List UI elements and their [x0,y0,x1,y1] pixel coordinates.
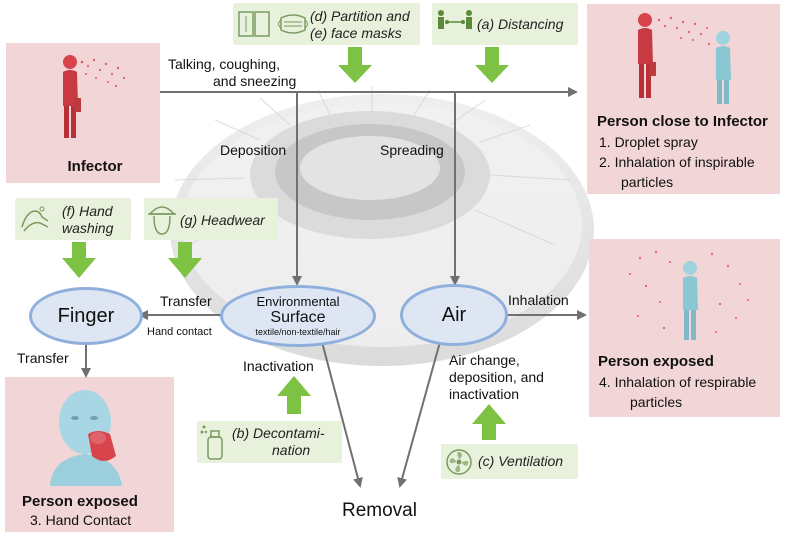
air-node-label: Air [441,303,467,326]
hand-washing-line-1: (f) Hand [62,203,113,219]
person-close-item-2: 2. Inhalation of inspirable [599,154,755,170]
infector-panel [6,43,160,183]
partition-label: (d) Partition and (e) face masks [310,8,410,42]
inhalation-label: Inhalation [508,292,569,308]
air-change-line-1: Air change, [449,352,520,368]
decontamination-line-2: nation [272,442,311,458]
partition-mask-panel [233,3,420,45]
headwear-label: (g) Headwear [180,212,265,228]
air-node: Air [400,284,508,346]
finger-transfer-label: Transfer [17,350,69,366]
face-touching-icon [50,390,122,486]
distancing-label: (a) Distancing [477,16,564,32]
face-mask-icon [278,14,308,34]
hand-washing-panel [15,198,131,240]
hand-contact-label: Hand contact [147,326,212,338]
decontamination-label: (b) Decontami- nation [232,425,325,459]
person-exposed-air-item-2: particles [630,394,683,410]
hand-washing-line-2: washing [62,220,114,236]
green-arrow-distancing [475,47,509,83]
person-exposed-hand-item: 3. Hand Contact [30,512,132,528]
person-close-panel [587,4,780,194]
talking-line-1: Talking, coughing, [168,56,281,72]
air-change-label: Air change, deposition, and inactivation [449,352,544,403]
person-close-title: Person close to Infector [597,113,768,130]
deposition-label: Deposition [220,142,287,158]
partition-label-line-1: (d) Partition and [310,8,410,24]
person-red-coughing-icon [63,55,126,138]
decontamination-line-1: (b) Decontami- [232,425,325,441]
person-exposed-air-item-1: 4. Inhalation of respirable [599,374,757,390]
person-close-item-3: particles [621,174,674,190]
decontamination-panel [197,421,342,463]
partition-label-line-2: (e) face masks [310,25,402,41]
person-blue-icon [629,250,749,340]
air-change-line-3: inactivation [449,386,520,402]
air-removal-arrow [397,341,441,488]
surface-node-line-1: Environmental [256,293,340,309]
person-exposed-hand-title: Person exposed [22,493,138,510]
green-arrow-headwear [168,242,202,278]
person-exposed-air-title: Person exposed [598,353,714,370]
hand-washing-label: (f) Hand washing [62,203,113,237]
spray-bottle-icon [200,425,223,460]
green-arrow-decontamination [277,376,311,414]
transfer-label: Transfer [160,293,212,309]
person-close-item-1: 1. Droplet spray [599,134,698,150]
hand-washing-icon [21,206,49,232]
green-arrow-handwashing [62,242,96,278]
removal-label: Removal [342,500,417,521]
ventilation-label: (c) Ventilation [478,453,564,469]
talking-line-2: and sneezing [213,73,297,89]
spreading-label: Spreading [380,142,444,158]
partition-icon [238,11,270,37]
finger-node: Finger [29,287,143,345]
surface-removal-arrow [321,341,363,488]
green-arrow-partition [338,47,372,83]
infector-title: Infector [67,158,123,175]
talking-label: Talking, coughing, and sneezing [168,56,296,90]
fan-icon [446,449,472,475]
distancing-panel [432,3,578,45]
surface-node-sub: textile/non-textile/hair [255,326,341,337]
two-people-icon [638,13,731,104]
headwear-icon [148,206,176,235]
distancing-icon [438,10,472,29]
inactivation-label: Inactivation [243,358,314,374]
air-change-line-2: deposition, and [449,369,544,385]
surface-node: Environmental Surface textile/non-textil… [220,285,376,347]
green-arrow-ventilation [472,404,506,440]
surface-node-line-2: Surface [270,308,326,326]
finger-node-label: Finger [57,304,115,327]
